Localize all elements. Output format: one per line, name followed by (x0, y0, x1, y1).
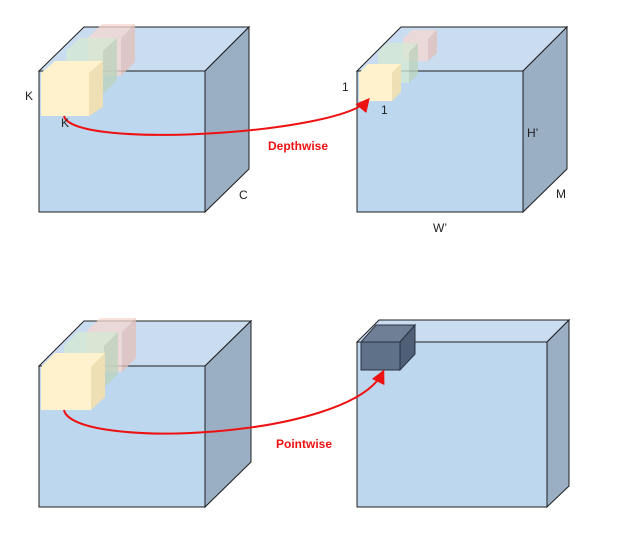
cell-yellow (359, 64, 401, 101)
kernel-yellow (41, 61, 103, 116)
voxel-front-face (360, 341, 401, 371)
pointwise-kernels (41, 318, 136, 410)
label-output-height: H’ (527, 126, 538, 140)
label-one-height: 1 (342, 80, 349, 94)
operation-pointwise-label: Pointwise (276, 437, 332, 451)
label-kernel-height: K (25, 89, 33, 103)
label-output-width: W’ (433, 221, 447, 235)
label-kernel-width: K (61, 116, 69, 130)
output-volume-depthwise (355, 25, 569, 214)
pointwise-arrow (63, 369, 385, 435)
depthwise-kernels (41, 24, 135, 116)
depthwise-arrow (63, 97, 370, 136)
label-channels: C (239, 188, 248, 202)
label-one-width: 1 (381, 103, 388, 117)
cube-side-face (546, 318, 570, 509)
cube-front-face (356, 70, 524, 213)
operation-depthwise-label: Depthwise (268, 139, 328, 153)
kernel-yellow (41, 353, 105, 410)
label-output-depth: M (556, 187, 566, 201)
pointwise-output-voxel (359, 323, 417, 372)
depthwise-output-cells (359, 30, 437, 101)
